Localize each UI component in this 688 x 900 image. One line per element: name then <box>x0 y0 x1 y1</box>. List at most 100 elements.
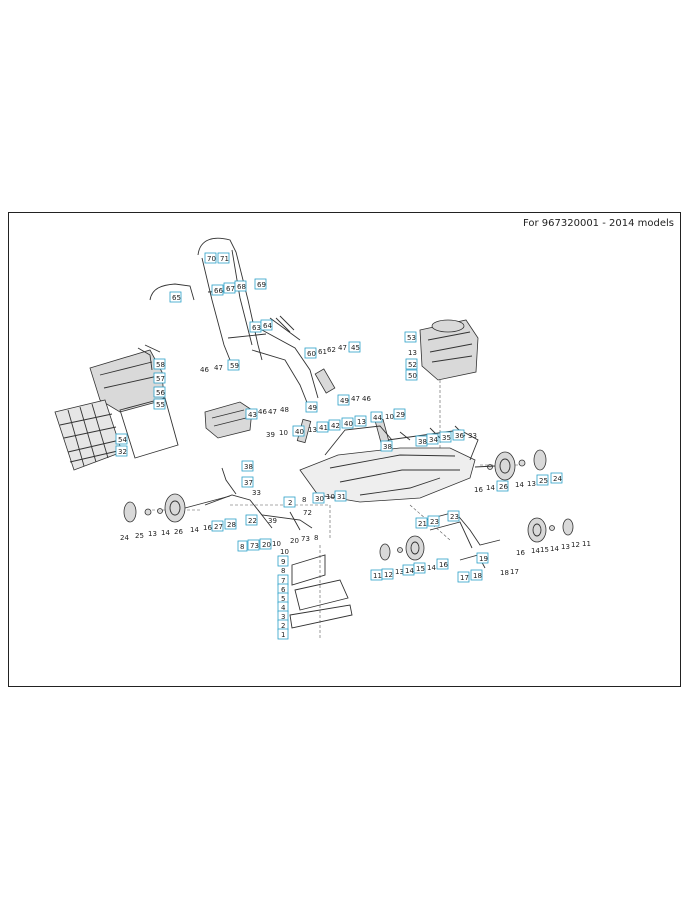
callout-29: 29 <box>393 408 406 420</box>
svg-text:13: 13 <box>527 480 536 488</box>
callout-14e: 14 <box>531 547 540 555</box>
lower-handle-brackets <box>296 368 390 444</box>
svg-text:8: 8 <box>314 534 318 542</box>
callout-49b: 49 <box>337 394 350 406</box>
callout-13a: 13 <box>408 349 417 357</box>
svg-text:24: 24 <box>553 475 562 483</box>
svg-text:8: 8 <box>240 543 244 551</box>
svg-text:13: 13 <box>308 426 317 434</box>
svg-text:45: 45 <box>351 344 360 352</box>
callout-25: 25 <box>135 532 144 540</box>
svg-text:41: 41 <box>319 424 328 432</box>
blade-stack <box>289 545 353 640</box>
svg-text:2: 2 <box>288 499 292 507</box>
callout-14c: 14 <box>486 484 495 492</box>
svg-text:73: 73 <box>250 542 259 550</box>
svg-text:42: 42 <box>331 422 340 430</box>
svg-text:64: 64 <box>263 322 272 330</box>
front-left-wheel <box>379 535 425 561</box>
callout-18b: 18 <box>500 569 509 577</box>
svg-text:25: 25 <box>539 477 548 485</box>
callout-6: 6 <box>277 583 289 595</box>
callout-14f: 14 <box>402 564 414 576</box>
svg-text:8: 8 <box>281 567 285 575</box>
svg-text:30: 30 <box>315 495 324 503</box>
svg-text:14: 14 <box>515 481 524 489</box>
svg-text:12: 12 <box>384 571 393 579</box>
callout-14f2: 14 <box>550 545 559 553</box>
callout-12b: 12 <box>381 568 394 580</box>
svg-text:40: 40 <box>344 420 353 428</box>
svg-text:16: 16 <box>474 486 483 494</box>
svg-text:46: 46 <box>258 408 267 416</box>
svg-text:43: 43 <box>248 411 257 419</box>
callout-59: 59 <box>227 359 240 371</box>
svg-text:10: 10 <box>279 429 288 437</box>
callout-8a: 8 <box>302 496 306 504</box>
callout-27: 27 <box>211 520 224 532</box>
callout-26b: 26 <box>496 480 508 492</box>
callout-16c: 16 <box>516 549 525 557</box>
callout-38b: 38 <box>415 435 428 447</box>
svg-text:20: 20 <box>290 537 299 545</box>
callout-20b: 20 <box>290 537 299 545</box>
callout-63: 63 <box>249 321 262 333</box>
svg-text:2: 2 <box>281 622 285 630</box>
callout-10d: 10 <box>272 540 281 548</box>
callout-34: 34 <box>426 433 438 445</box>
svg-text:25: 25 <box>135 532 144 540</box>
svg-text:34: 34 <box>429 436 438 444</box>
callout-65: 65 <box>169 291 182 303</box>
callout-46a: 46 <box>200 366 209 374</box>
svg-text:9: 9 <box>281 558 285 566</box>
callout-39b: 39 <box>268 517 277 525</box>
callout-14g: 14 <box>427 564 436 572</box>
callout-7: 7 <box>277 574 289 586</box>
left-rear-wheel <box>123 493 231 523</box>
svg-text:36: 36 <box>455 432 464 440</box>
svg-text:18: 18 <box>500 569 509 577</box>
svg-text:10: 10 <box>385 413 394 421</box>
callout-39: 39 <box>266 431 275 439</box>
svg-text:8: 8 <box>302 496 306 504</box>
svg-text:17: 17 <box>510 568 519 576</box>
svg-text:14: 14 <box>427 564 436 572</box>
svg-text:69: 69 <box>257 281 266 289</box>
callout-23b: 23 <box>447 510 460 522</box>
callout-41: 41 <box>316 421 329 433</box>
callout-70: 70 <box>204 252 217 264</box>
svg-text:15: 15 <box>416 565 425 573</box>
callout-15a: 15 <box>540 546 549 554</box>
callout-46b: 46 <box>258 408 267 416</box>
svg-text:11: 11 <box>373 572 382 580</box>
svg-text:15: 15 <box>540 546 549 554</box>
svg-text:47: 47 <box>268 408 277 416</box>
diagram-frame <box>8 212 681 687</box>
callout-13c2: 13 <box>354 415 367 427</box>
svg-text:23: 23 <box>430 518 439 526</box>
svg-text:47: 47 <box>351 395 360 403</box>
svg-text:7: 7 <box>281 577 285 585</box>
callout-28: 28 <box>224 518 237 530</box>
svg-text:16: 16 <box>203 524 212 532</box>
svg-text:19: 19 <box>479 555 488 563</box>
svg-text:14: 14 <box>550 545 559 553</box>
callout-2b: 2 <box>277 619 289 631</box>
callout-53: 53 <box>404 331 417 343</box>
callout-13d: 13 <box>561 543 570 551</box>
svg-text:72: 72 <box>303 509 312 517</box>
callout-31: 31 <box>334 490 347 502</box>
callout-38a: 38 <box>380 440 393 452</box>
callout-9: 9 <box>277 555 289 567</box>
svg-text:57: 57 <box>156 375 165 383</box>
callout-8b: 8 <box>237 540 248 552</box>
svg-text:70: 70 <box>207 255 216 263</box>
callout-47a: 47 <box>338 344 347 352</box>
svg-text:6: 6 <box>281 586 286 594</box>
callout-1: 1 <box>277 628 289 640</box>
callout-10f: 10 <box>280 548 289 556</box>
callout-40: 40 <box>292 425 305 437</box>
svg-text:20: 20 <box>262 541 271 549</box>
callout-18: 18 <box>470 569 483 581</box>
svg-text:29: 29 <box>396 411 405 419</box>
